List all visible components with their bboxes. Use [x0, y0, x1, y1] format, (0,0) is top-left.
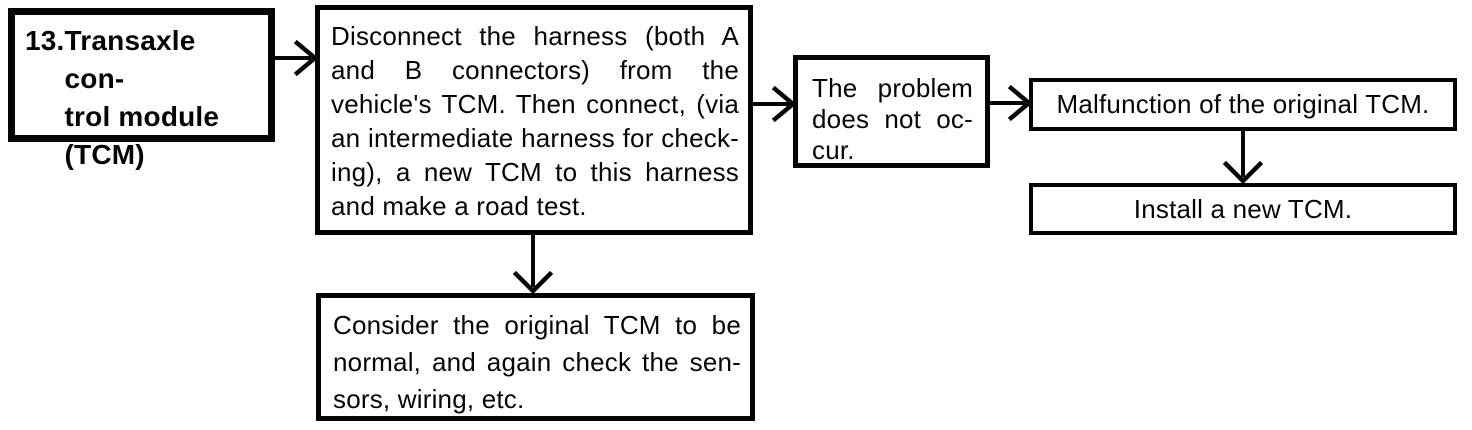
- node-step-tcm: 13. Transaxle con-trol module (TCM): [8, 8, 275, 170]
- text-line: ing), a new TCM to this harness: [331, 157, 739, 187]
- arrow-step-to-procedure: [275, 39, 319, 77]
- arrow-procedure-to-alternative: [512, 235, 554, 295]
- text-line: (TCM): [64, 139, 145, 170]
- text-line: vehicle's TCM. Then connect, (via: [331, 89, 739, 119]
- text-line: normal, and again check the sen-: [333, 347, 741, 377]
- node-alternative: Consider the original TCM to be normal, a…: [316, 293, 755, 421]
- text-line: cur.: [812, 135, 855, 165]
- text-line: The problem: [812, 73, 973, 103]
- node-action: Install a new TCM.: [1029, 183, 1457, 235]
- arrow-procedure-to-result: [753, 85, 797, 123]
- text-line: trol module: [64, 101, 220, 132]
- text-line: sors, wiring, etc.: [333, 384, 525, 414]
- action-label: Install a new TCM.: [1133, 193, 1353, 224]
- text-line: Transaxle con-: [64, 25, 196, 94]
- diagnosis-label: Malfunction of the original TCM.: [1056, 89, 1430, 119]
- text-line: an intermediate harness for check-: [331, 123, 739, 153]
- step-label: Transaxle con-trol module (TCM): [64, 22, 262, 170]
- arrow-result-to-diagnosis: [990, 84, 1033, 122]
- text-line: Disconnect the harness (both A: [331, 21, 739, 51]
- node-procedure: Disconnect the harness (both A and B conn…: [315, 5, 753, 235]
- text-line: Consider the original TCM to be: [333, 310, 741, 340]
- text-line: does not oc-: [812, 104, 973, 134]
- node-diagnosis: Malfunction of the original TCM.: [1029, 78, 1457, 131]
- text-line: and make a road test.: [331, 191, 587, 221]
- step-number: 13.: [25, 25, 65, 56]
- text-line: and B connectors) from the: [331, 55, 739, 85]
- arrow-diagnosis-to-action: [1222, 131, 1264, 185]
